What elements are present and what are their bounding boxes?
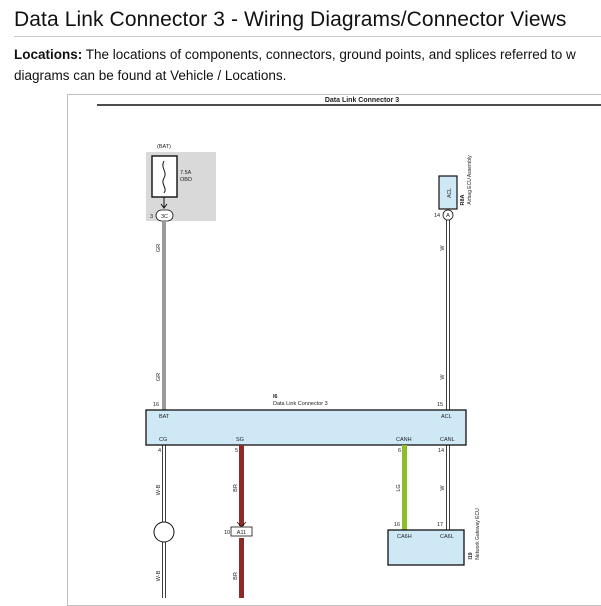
gateway-name: Network Gateway ECU (475, 508, 481, 560)
ground-junction-circle (153, 521, 175, 543)
dlc-box (145, 409, 467, 446)
locations-paragraph: Locations: The locations of components, … (14, 44, 601, 86)
wire-w-label-top: W (440, 245, 446, 251)
fuse-arrow-icon (160, 203, 168, 209)
dlc-terminal-canh: CANH (396, 437, 412, 443)
diagram-heading: Data Link Connector 3 (325, 97, 399, 104)
wire-br-top (239, 445, 244, 526)
gateway-terminal-ca6h: CA6H (397, 534, 412, 540)
dlc-pin-5: 5 (235, 448, 238, 454)
fuse-icon (162, 160, 166, 194)
gateway-ecu-box (387, 529, 465, 566)
dlc-pin-14: 14 (438, 448, 444, 454)
wire-gr (162, 221, 166, 410)
wire-br-label-bottom: BR (233, 572, 239, 580)
gateway-pin-17: 17 (437, 522, 443, 528)
fuse-connector-label: 3C (161, 214, 168, 220)
page-title: Data Link Connector 3 - Wiring Diagrams/… (14, 8, 567, 31)
wire-gr-label-top: GR (156, 244, 162, 252)
airbag-name: Airbag ECU Assembly (467, 155, 473, 205)
gateway-pin-16: 16 (394, 522, 400, 528)
airbag-ecu-box (438, 175, 458, 210)
locations-text-line2[interactable]: diagrams can be found at Vehicle / Locat… (14, 68, 287, 83)
dlc-pin-4: 4 (158, 448, 161, 454)
dlc-terminal-canl: CANL (440, 437, 455, 443)
airbag-pin-label: 14 (434, 213, 440, 219)
dlc-pin-6: 6 (398, 448, 401, 454)
airbag-code: R8A (460, 194, 466, 205)
wire-w-label-bottom: W (440, 374, 446, 380)
splice-pin-label: 10 (224, 530, 230, 536)
dlc-terminal-acl: ACL (441, 414, 452, 420)
airbag-terminal-label: ACL (447, 188, 453, 198)
dlc-name: Data Link Connector 3 (273, 401, 328, 407)
dlc-code: I6 (273, 394, 278, 400)
fuse-pin-label: 3 (150, 214, 153, 220)
splice-connector-label: A11 (237, 530, 246, 536)
title-divider (14, 36, 601, 37)
airbag-connector-label: A (446, 213, 450, 219)
wire-wb-label-top: W-B (156, 484, 162, 495)
dlc-pin-16: 16 (153, 402, 159, 408)
wire-lg (402, 445, 407, 530)
gateway-code: I19 (468, 552, 474, 559)
fuse-name: OBD (180, 177, 192, 183)
locations-label: Locations: (14, 47, 83, 62)
airbag-connector-circle (442, 209, 454, 221)
fuse-rating: 7.5A (180, 170, 192, 176)
wire-br-label-top: BR (233, 484, 239, 492)
wire-w-canl-label: W (440, 485, 446, 491)
fuse-source-label: (BAT) (157, 144, 171, 150)
dlc-pin-15: 15 (437, 402, 443, 408)
wire-gr-label-bottom: GR (156, 373, 162, 381)
dlc-terminal-bat: BAT (159, 414, 170, 420)
dlc-terminal-sg: SG (236, 437, 244, 443)
gateway-terminal-ca6l: CA6L (440, 534, 454, 540)
splice-connector-box (230, 526, 253, 537)
locations-text-line1: The locations of components, connectors,… (82, 47, 576, 62)
wire-lg-label: LG (396, 484, 402, 491)
wire-wb-label-bottom: W-B (156, 570, 162, 581)
wire-br-bottom (239, 538, 244, 598)
dlc-terminal-cg: CG (159, 437, 167, 443)
